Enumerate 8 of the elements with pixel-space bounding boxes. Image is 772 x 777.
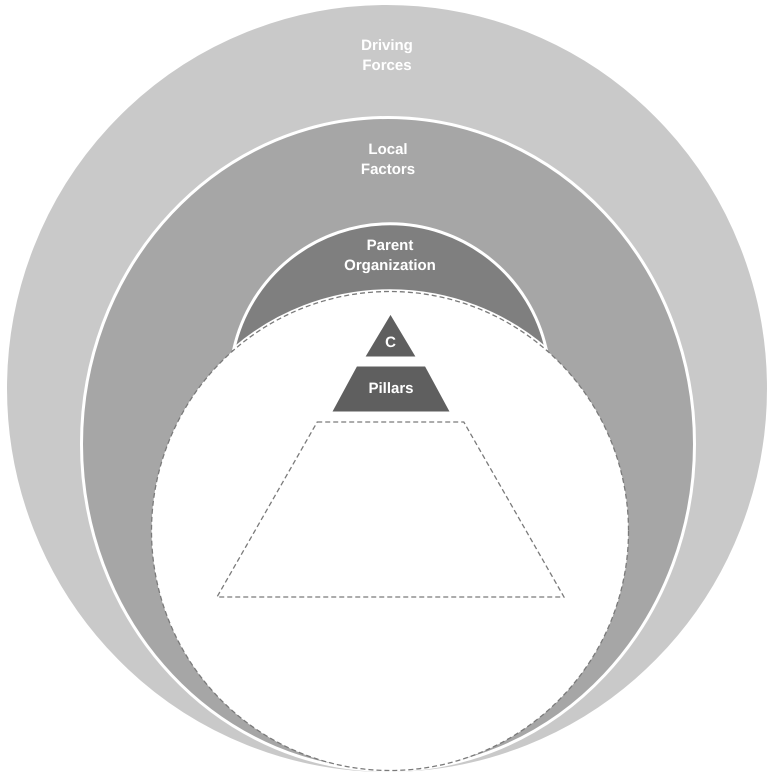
node-label: Local Factors	[360, 140, 416, 180]
node-label: C	[384, 333, 397, 353]
middle-ring	[80, 116, 696, 772]
node-label: Pillars	[367, 379, 415, 399]
dashed-circle	[150, 290, 630, 772]
outer-ring	[4, 2, 770, 775]
dashed-trapezoid	[216, 421, 565, 598]
node-label: Parent Organization	[343, 236, 437, 276]
